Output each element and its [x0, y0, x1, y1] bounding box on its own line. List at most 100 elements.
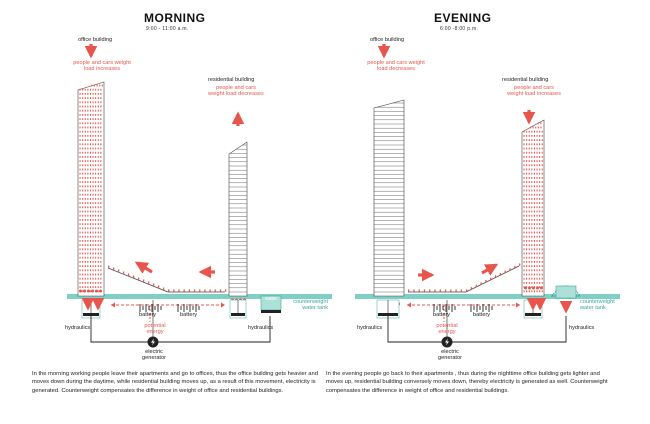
morning-office-building-window	[87, 105, 89, 108]
evening-ramp-left-car	[460, 289, 463, 292]
morning-office-building-window	[100, 135, 102, 137]
morning-office-building-window	[89, 177, 91, 179]
evening-ramp-left-car	[439, 289, 441, 292]
evening-residential-building-window	[533, 147, 535, 150]
evening-residential-building-window	[536, 277, 538, 280]
morning-office-building-window	[92, 147, 94, 150]
morning-office-building-window	[92, 235, 94, 238]
morning-circuit-generator-bolt	[151, 338, 155, 346]
morning-office-building-window	[82, 109, 84, 112]
evening-residential-building-window	[541, 256, 543, 259]
morning-office-building-window	[97, 97, 99, 99]
morning-office-building-window	[95, 227, 97, 230]
morning-office-building-window	[79, 143, 81, 146]
evening-ramp-left-car	[455, 289, 457, 292]
morning-office-building-window	[92, 265, 94, 267]
evening-residential-building-window	[533, 240, 535, 242]
evening-residential-building-window	[533, 248, 535, 251]
evening-residential-building-window	[539, 130, 541, 133]
morning-office-building-window	[100, 139, 102, 141]
evening-residential-building-window	[539, 147, 541, 150]
morning-office-building-window	[89, 172, 91, 175]
morning-office-building-window	[82, 231, 84, 234]
evening-residential-building-window	[532, 126, 534, 129]
evening-residential-building-window	[528, 181, 530, 183]
morning-office-building-window	[100, 231, 102, 234]
evening-residential-building-window	[536, 214, 538, 217]
morning-time: 9:00 - 11:00 a.m.	[146, 26, 189, 32]
morning-residential-building	[228, 141, 248, 297]
evening-residential-building-window	[533, 172, 535, 175]
morning-office-building-window	[82, 256, 84, 259]
morning-office-building-window	[92, 214, 94, 217]
morning-office-building-window	[100, 168, 102, 171]
morning-office-building-window	[100, 206, 102, 209]
evening-residential-building-window	[528, 231, 530, 234]
evening-residential-building-window	[541, 223, 543, 225]
morning-office-building-window	[79, 269, 81, 272]
evening-residential-building-window	[523, 139, 525, 141]
morning-office-building-window	[92, 114, 94, 116]
evening-residential-building-window	[531, 185, 533, 188]
morning-office-building-window	[79, 172, 81, 175]
morning-office-building-window	[84, 135, 86, 137]
morning-office-building-window	[95, 206, 97, 209]
evening-counterweight-label: counterweight water tank	[580, 299, 615, 311]
morning-office-building-window	[84, 214, 86, 217]
morning-office-building-window	[82, 156, 84, 158]
evening-residential-building-window	[539, 185, 541, 188]
morning-office-building-window	[92, 109, 94, 112]
morning-office-building-window	[100, 151, 102, 154]
morning-office-building-window	[79, 97, 81, 99]
evening-residential-building-window	[531, 147, 533, 150]
morning-office-building-window	[100, 240, 102, 242]
morning-ramp-right-car	[214, 289, 216, 292]
morning-office-building-window	[92, 261, 94, 263]
morning-office-building-window	[84, 223, 86, 225]
morning-office-building-window	[97, 248, 99, 251]
evening-battery-left: battery	[433, 312, 451, 318]
evening-residential-building-window	[536, 160, 538, 162]
evening-residential-building-window	[528, 189, 530, 192]
morning-office-building-window	[82, 202, 84, 204]
evening-ramp-right-car	[519, 263, 521, 266]
morning-office-building-window	[95, 168, 97, 171]
evening-residential-building-window	[539, 269, 541, 272]
morning-office-building-window	[89, 143, 91, 146]
evening-residential-building-window	[526, 156, 528, 158]
morning-office-building-window	[95, 147, 97, 150]
evening-residential-building-window	[541, 139, 543, 141]
evening-residential-building-window	[536, 273, 538, 276]
evening-residential-people	[540, 286, 543, 290]
morning-office-building-window	[79, 286, 81, 288]
morning-office-building-window	[100, 122, 102, 125]
morning-office-building-window	[82, 101, 84, 104]
morning-caption: In the morning working people leave thei…	[32, 371, 318, 394]
evening-residential-building-window	[528, 223, 530, 225]
evening-residential-building-window	[523, 227, 525, 230]
morning-office-building-window	[100, 248, 102, 251]
evening-residential-building-window	[523, 202, 525, 204]
morning-ramp-right-car	[178, 289, 180, 292]
evening-residential-building-window	[539, 227, 541, 230]
morning-office-building-window	[84, 248, 86, 251]
evening-residential-building-window	[531, 143, 533, 146]
evening-residential-building-window	[539, 286, 541, 288]
evening-residential-building-window	[531, 202, 533, 204]
morning-water-label: water	[265, 296, 278, 302]
morning-office-building-window	[95, 261, 97, 263]
morning-office-building-window	[100, 143, 102, 146]
morning-ramp-right-car	[209, 289, 211, 292]
morning-office-building-window	[95, 265, 97, 267]
evening-hydraulics-left-unit-piston	[378, 313, 398, 316]
morning-ramp-right-car	[173, 289, 175, 292]
morning-office-building-window	[97, 126, 99, 129]
evening-residential-building-window	[541, 210, 543, 213]
evening-residential-building-window	[539, 282, 541, 284]
evening-ramp-left-car	[408, 289, 410, 292]
evening-residential-building-window	[539, 214, 541, 217]
morning-office-building-window	[79, 223, 81, 225]
evening-residential-building-window	[523, 185, 525, 188]
evening-residential-building-window	[528, 206, 530, 209]
morning-office-building-window	[84, 160, 86, 162]
